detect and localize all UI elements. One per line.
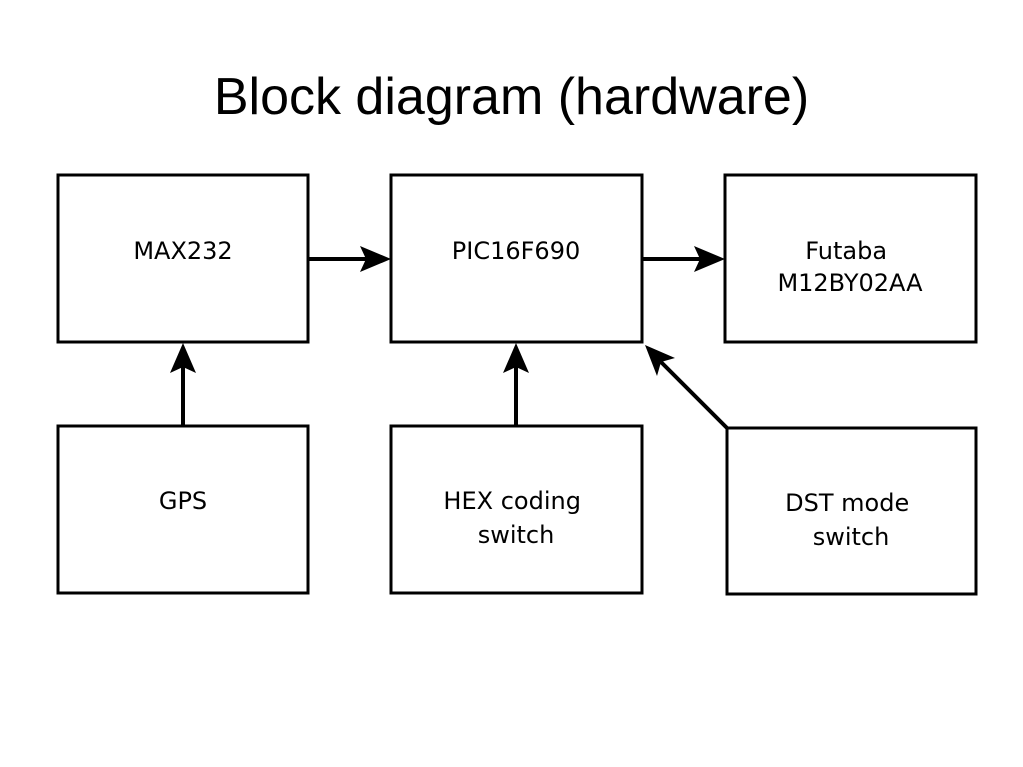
block-gps: GPS [56,424,310,595]
arrow-pic-to-futaba [642,246,725,272]
block-max232-label: MAX232 [133,237,232,265]
block-pic16f690: PIC16F690 [389,173,644,344]
block-max232: MAX232 [56,173,310,344]
block-futaba-label: Futaba M12BY02AA [777,237,923,297]
block-hex-switch: HEX coding switch [389,424,644,595]
arrow-dst-to-pic [645,345,730,431]
arrow-gps-to-max232 [170,343,196,426]
block-pic16f690-label: PIC16F690 [452,237,580,265]
block-futaba: Futaba M12BY02AA [723,173,978,344]
block-hex-switch-label: HEX coding switch [443,487,588,549]
block-dst-switch: DST mode switch [725,426,978,596]
arrow-hex-to-pic [503,343,529,426]
block-dst-switch-label: DST mode switch [785,489,917,551]
arrow-max232-to-pic [308,246,391,272]
diagram-title: Block diagram (hardware) [213,68,810,126]
block-gps-label: GPS [159,487,207,515]
